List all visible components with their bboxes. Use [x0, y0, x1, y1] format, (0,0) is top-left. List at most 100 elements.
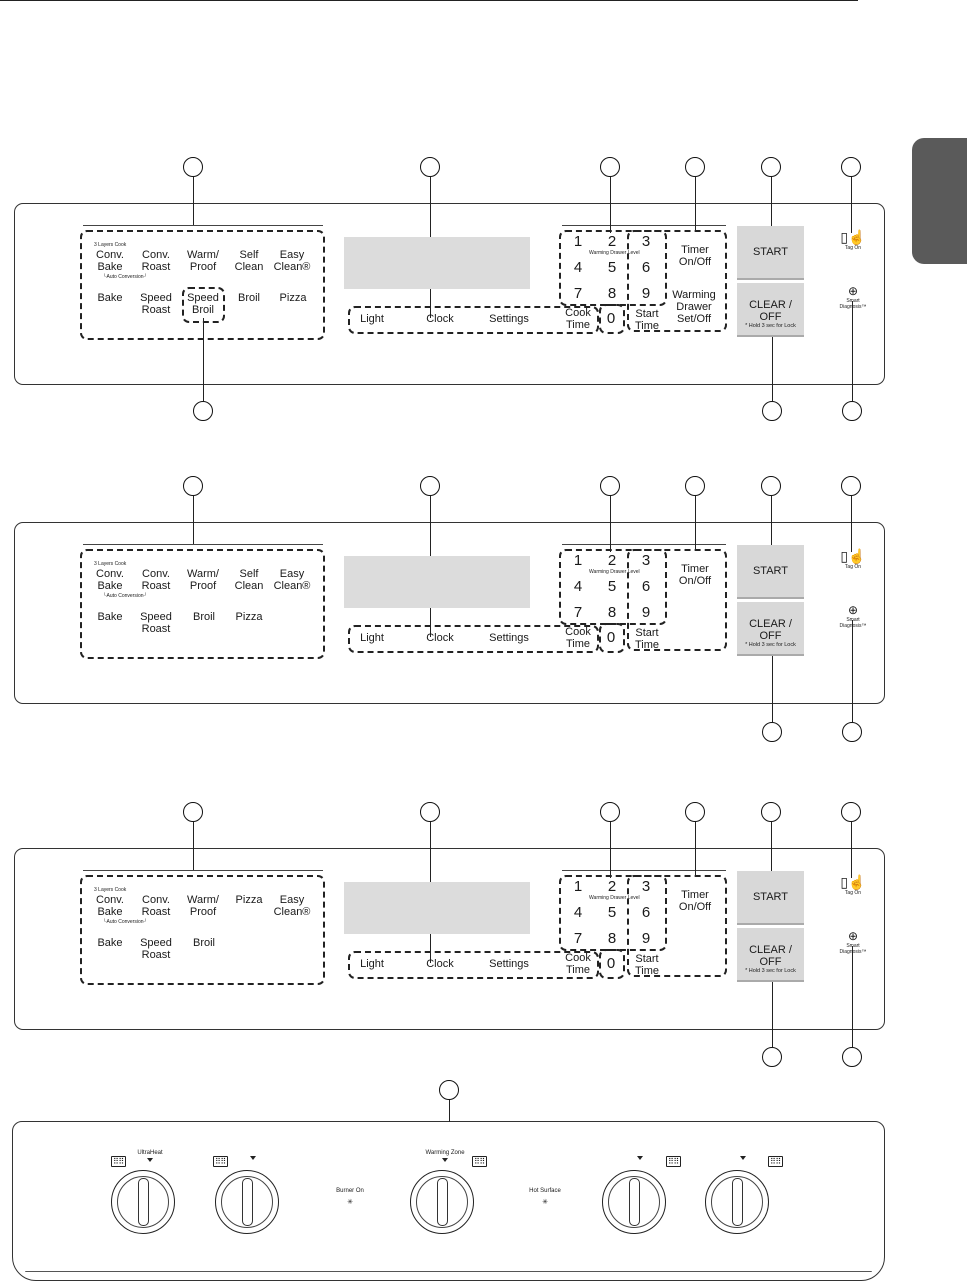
mode-key[interactable]: Warm/Proof — [187, 568, 219, 592]
number-key-7[interactable]: 7 — [573, 604, 583, 621]
mode-key[interactable]: Conv.Roast — [142, 894, 171, 918]
mode-key[interactable]: Conv.Bake — [96, 894, 124, 918]
zero-key-group — [599, 623, 625, 653]
function-key-1[interactable]: Clock — [426, 313, 454, 325]
function-key-0[interactable]: Light — [360, 958, 384, 970]
smart-diagnosis-label: Smart Diagnosis™ — [839, 617, 867, 629]
start-button[interactable]: START — [737, 871, 804, 925]
clear-off-button[interactable]: CLEAR / OFF* Hold 3 sec for Lock — [737, 283, 804, 337]
function-key-2[interactable]: Settings — [489, 632, 529, 644]
number-key-0[interactable]: 0 — [606, 955, 616, 972]
number-key-4[interactable]: 4 — [573, 259, 583, 276]
mode-key[interactable]: Warm/Proof — [187, 249, 219, 273]
number-key-7[interactable]: 7 — [573, 930, 583, 947]
burner-knob-left-rear[interactable] — [215, 1170, 279, 1234]
mode-key[interactable]: Pizza — [280, 292, 307, 304]
mode-key[interactable]: Conv.Bake — [96, 568, 124, 592]
warming-zone-knob[interactable] — [410, 1170, 474, 1234]
mode-key[interactable]: Bake — [97, 937, 122, 949]
tag-on-area[interactable]: ▯☝Tag On — [840, 875, 865, 897]
callout-line-modes — [193, 496, 194, 544]
number-key-2[interactable]: 2 — [607, 233, 617, 250]
number-key-9[interactable]: 9 — [641, 930, 651, 947]
number-key-8[interactable]: 8 — [607, 930, 617, 947]
mode-key[interactable]: Pizza — [236, 894, 263, 906]
mode-key[interactable]: Pizza — [236, 611, 263, 623]
start-button[interactable]: START — [737, 545, 804, 599]
number-key-2[interactable]: 2 — [607, 878, 617, 895]
number-key-2[interactable]: 2 — [607, 552, 617, 569]
number-key-9[interactable]: 9 — [641, 285, 651, 302]
number-key-1[interactable]: 1 — [573, 233, 583, 250]
function-key-1[interactable]: Clock — [426, 958, 454, 970]
callout-line-timer — [695, 177, 696, 231]
smart-diagnosis-area[interactable]: ⊕Smart Diagnosis™ — [840, 930, 867, 956]
smart-diagnosis-area[interactable]: ⊕Smart Diagnosis™ — [839, 604, 867, 630]
burner-knob-left-front[interactable] — [111, 1170, 175, 1234]
number-key-0[interactable]: 0 — [606, 310, 616, 327]
callout-line-cooktop — [449, 1098, 450, 1122]
number-key-4[interactable]: 4 — [573, 578, 583, 595]
number-key-5[interactable]: 5 — [607, 904, 617, 921]
function-key-2[interactable]: Settings — [489, 313, 529, 325]
number-key-6[interactable]: 6 — [641, 578, 651, 595]
mode-key[interactable]: Bake — [97, 611, 122, 623]
function-key-1[interactable]: Clock — [426, 632, 454, 644]
number-key-5[interactable]: 5 — [607, 259, 617, 276]
mode-key[interactable]: Broil — [193, 937, 215, 949]
mode-key[interactable]: Warm/Proof — [187, 894, 219, 918]
tag-on-area[interactable]: ▯☝Tag On — [840, 230, 865, 252]
function-key-0[interactable]: Light — [360, 632, 384, 644]
clear-off-button[interactable]: CLEAR / OFF* Hold 3 sec for Lock — [737, 602, 804, 656]
mode-key[interactable]: Conv.Roast — [142, 568, 171, 592]
number-key-4[interactable]: 4 — [573, 904, 583, 921]
number-key-3[interactable]: 3 — [641, 878, 651, 895]
mode-key[interactable]: Broil — [238, 292, 260, 304]
number-key-3[interactable]: 3 — [641, 552, 651, 569]
mode-key[interactable]: Conv.Roast — [142, 249, 171, 273]
function-key-2[interactable]: Settings — [489, 958, 529, 970]
number-key-6[interactable]: 6 — [641, 259, 651, 276]
number-key-8[interactable]: 8 — [607, 604, 617, 621]
number-key-1[interactable]: 1 — [573, 878, 583, 895]
number-key-7[interactable]: 7 — [573, 285, 583, 302]
callout-marker — [841, 157, 861, 177]
mode-key[interactable]: Bake — [97, 292, 122, 304]
cook-time-label: Cook — [565, 952, 591, 964]
number-key-5[interactable]: 5 — [607, 578, 617, 595]
smart-diagnosis-area[interactable]: ⊕Smart Diagnosis™ — [840, 285, 867, 311]
number-key-6[interactable]: 6 — [641, 904, 651, 921]
clear-off-button[interactable]: CLEAR / OFF* Hold 3 sec for Lock — [737, 928, 804, 982]
mode-key[interactable]: Conv.Bake — [96, 249, 124, 273]
number-key-0[interactable]: 0 — [606, 629, 616, 646]
mode-key[interactable]: Broil — [193, 611, 215, 623]
number-key-1[interactable]: 1 — [573, 552, 583, 569]
number-key-3[interactable]: 3 — [641, 233, 651, 250]
number-key-8[interactable]: 8 — [607, 285, 617, 302]
burner-knob-right-rear[interactable] — [602, 1170, 666, 1234]
start-button[interactable]: START — [737, 226, 804, 280]
function-key-0[interactable]: Light — [360, 313, 384, 325]
tag-on-area[interactable]: ▯☝Tag On — [840, 549, 865, 571]
number-key-9[interactable]: 9 — [641, 604, 651, 621]
burner-knob-right-front[interactable] — [705, 1170, 769, 1234]
